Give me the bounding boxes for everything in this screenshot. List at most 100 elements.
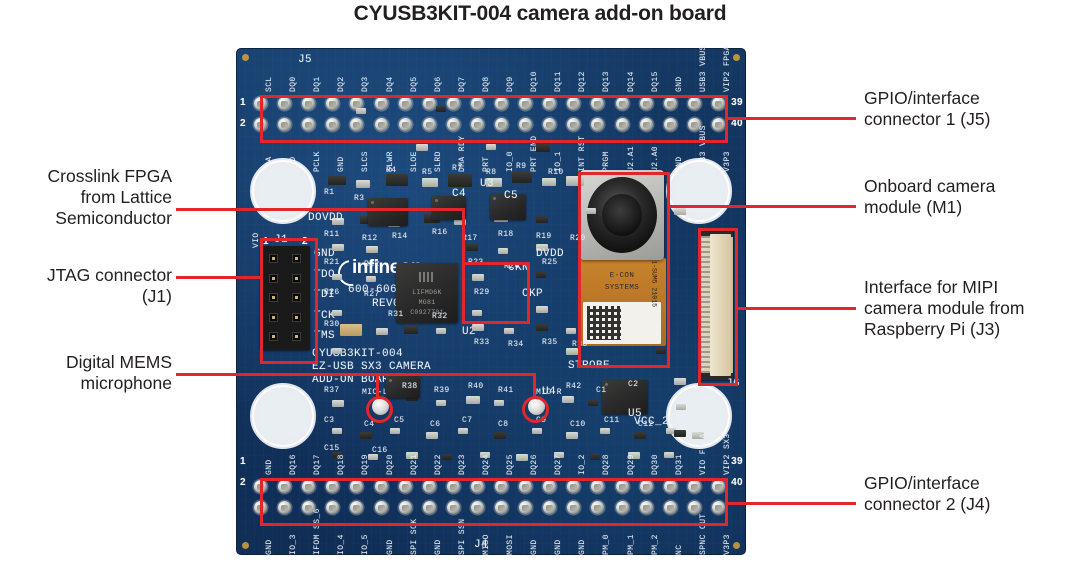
jtag-pin[interactable]: [292, 273, 301, 283]
jtag-pin[interactable]: [269, 273, 278, 283]
header-pin[interactable]: [278, 501, 292, 514]
header-pin[interactable]: [398, 97, 412, 110]
header-pin[interactable]: [567, 97, 581, 110]
header-pin[interactable]: [519, 480, 533, 493]
header-pin[interactable]: [711, 118, 725, 131]
jtag-pin[interactable]: [292, 332, 301, 341]
jtag-pin[interactable]: [292, 254, 301, 263]
header-pin[interactable]: [639, 118, 653, 131]
header-pin[interactable]: [567, 118, 581, 131]
jtag-pin[interactable]: [269, 332, 278, 341]
callout-jtag-j1: JTAG connector(J1): [0, 265, 172, 307]
callout-line: GPIO/interface: [864, 473, 980, 493]
header-pin[interactable]: [302, 118, 316, 131]
jtag-pin[interactable]: [292, 312, 301, 322]
header-pin[interactable]: [519, 118, 533, 131]
leader-gpio-j4: [728, 502, 856, 505]
header-pin[interactable]: [615, 480, 629, 493]
header-pin[interactable]: [711, 97, 725, 110]
header-pin[interactable]: [302, 97, 316, 110]
header-pin[interactable]: [446, 97, 460, 110]
mipi-ffc-connector-j3[interactable]: [701, 230, 733, 380]
header-pin[interactable]: [615, 501, 629, 514]
header-pin[interactable]: [470, 118, 484, 131]
header-pin[interactable]: [663, 501, 677, 514]
header-pin[interactable]: [711, 501, 725, 514]
header-pin[interactable]: [639, 480, 653, 493]
header-pin[interactable]: [326, 501, 340, 514]
header-pin[interactable]: [639, 501, 653, 514]
header-pin[interactable]: [687, 480, 701, 493]
header-pin[interactable]: [326, 97, 340, 110]
header-pin[interactable]: [326, 118, 340, 131]
header-pin[interactable]: [543, 501, 557, 514]
header-pin[interactable]: [446, 501, 460, 514]
header-pin[interactable]: [302, 501, 316, 514]
header-pin[interactable]: [663, 97, 677, 110]
net-label: CKN: [508, 262, 530, 274]
smd-component: [332, 218, 344, 225]
header-pin[interactable]: [639, 97, 653, 110]
header-pin[interactable]: [687, 97, 701, 110]
header-pin[interactable]: [591, 480, 605, 493]
header-pin[interactable]: [567, 480, 581, 493]
jtag-connector-j1[interactable]: [260, 246, 310, 350]
header-pin[interactable]: [615, 97, 629, 110]
header-pin[interactable]: [422, 97, 436, 110]
header-pin[interactable]: [326, 480, 340, 493]
header-pin[interactable]: [687, 118, 701, 131]
header-pin[interactable]: [591, 97, 605, 110]
header-pin[interactable]: [422, 480, 436, 493]
header-pin[interactable]: [495, 118, 508, 131]
header-pin[interactable]: [278, 480, 292, 493]
header-pin[interactable]: [374, 118, 388, 131]
header-pin[interactable]: [470, 501, 484, 514]
header-pin[interactable]: [591, 118, 605, 131]
header-pin[interactable]: [422, 501, 436, 514]
header-pin[interactable]: [350, 118, 364, 131]
header-pin[interactable]: [278, 97, 292, 110]
header-pin[interactable]: [350, 501, 364, 514]
header-pin[interactable]: [374, 501, 388, 514]
header-pin[interactable]: [446, 118, 460, 131]
header-pin[interactable]: [663, 118, 677, 131]
jtag-pin[interactable]: [269, 312, 278, 322]
header-pin[interactable]: [519, 501, 533, 514]
header-pin[interactable]: [591, 501, 605, 514]
header-pin[interactable]: [302, 480, 316, 493]
jtag-pin[interactable]: [269, 293, 278, 302]
header-pin[interactable]: [615, 118, 629, 131]
header-pin[interactable]: [470, 480, 484, 493]
header-pin[interactable]: [543, 480, 557, 493]
callout-line: Crosslink FPGA: [47, 166, 172, 186]
header-pin[interactable]: [374, 480, 388, 493]
header-pin[interactable]: [422, 118, 436, 131]
header-pin[interactable]: [687, 501, 701, 514]
header-pin[interactable]: [495, 480, 508, 493]
header-pin[interactable]: [398, 118, 412, 131]
header-pin[interactable]: [543, 97, 557, 110]
jtag-signal-label: TDI: [314, 289, 336, 301]
header-pin[interactable]: [567, 501, 581, 514]
header-pin[interactable]: [398, 480, 412, 493]
header-pin[interactable]: [350, 480, 364, 493]
header-pin[interactable]: [519, 97, 533, 110]
header-pin[interactable]: [663, 480, 677, 493]
header-pin[interactable]: [446, 480, 460, 493]
header-pin[interactable]: [711, 480, 725, 493]
reference-designator: R32: [432, 312, 448, 321]
jtag-pin[interactable]: [292, 293, 301, 302]
header-pin[interactable]: [398, 501, 412, 514]
header-pin[interactable]: [543, 118, 557, 131]
header-pin[interactable]: [350, 97, 364, 110]
header-pin[interactable]: [278, 118, 292, 131]
jtag-pin[interactable]: [269, 254, 278, 263]
header-pin[interactable]: [470, 97, 484, 110]
header-pin[interactable]: [495, 97, 508, 110]
smd-component: [332, 452, 342, 458]
header-pin[interactable]: [495, 501, 508, 514]
header-pin[interactable]: [374, 97, 388, 110]
camera-flex-cable: E-CON SYSTEMS E1-SUM5 21015: [578, 256, 666, 346]
smd-component: [332, 348, 342, 354]
page-title: CYUSB3KIT-004 camera add-on board: [353, 2, 727, 25]
